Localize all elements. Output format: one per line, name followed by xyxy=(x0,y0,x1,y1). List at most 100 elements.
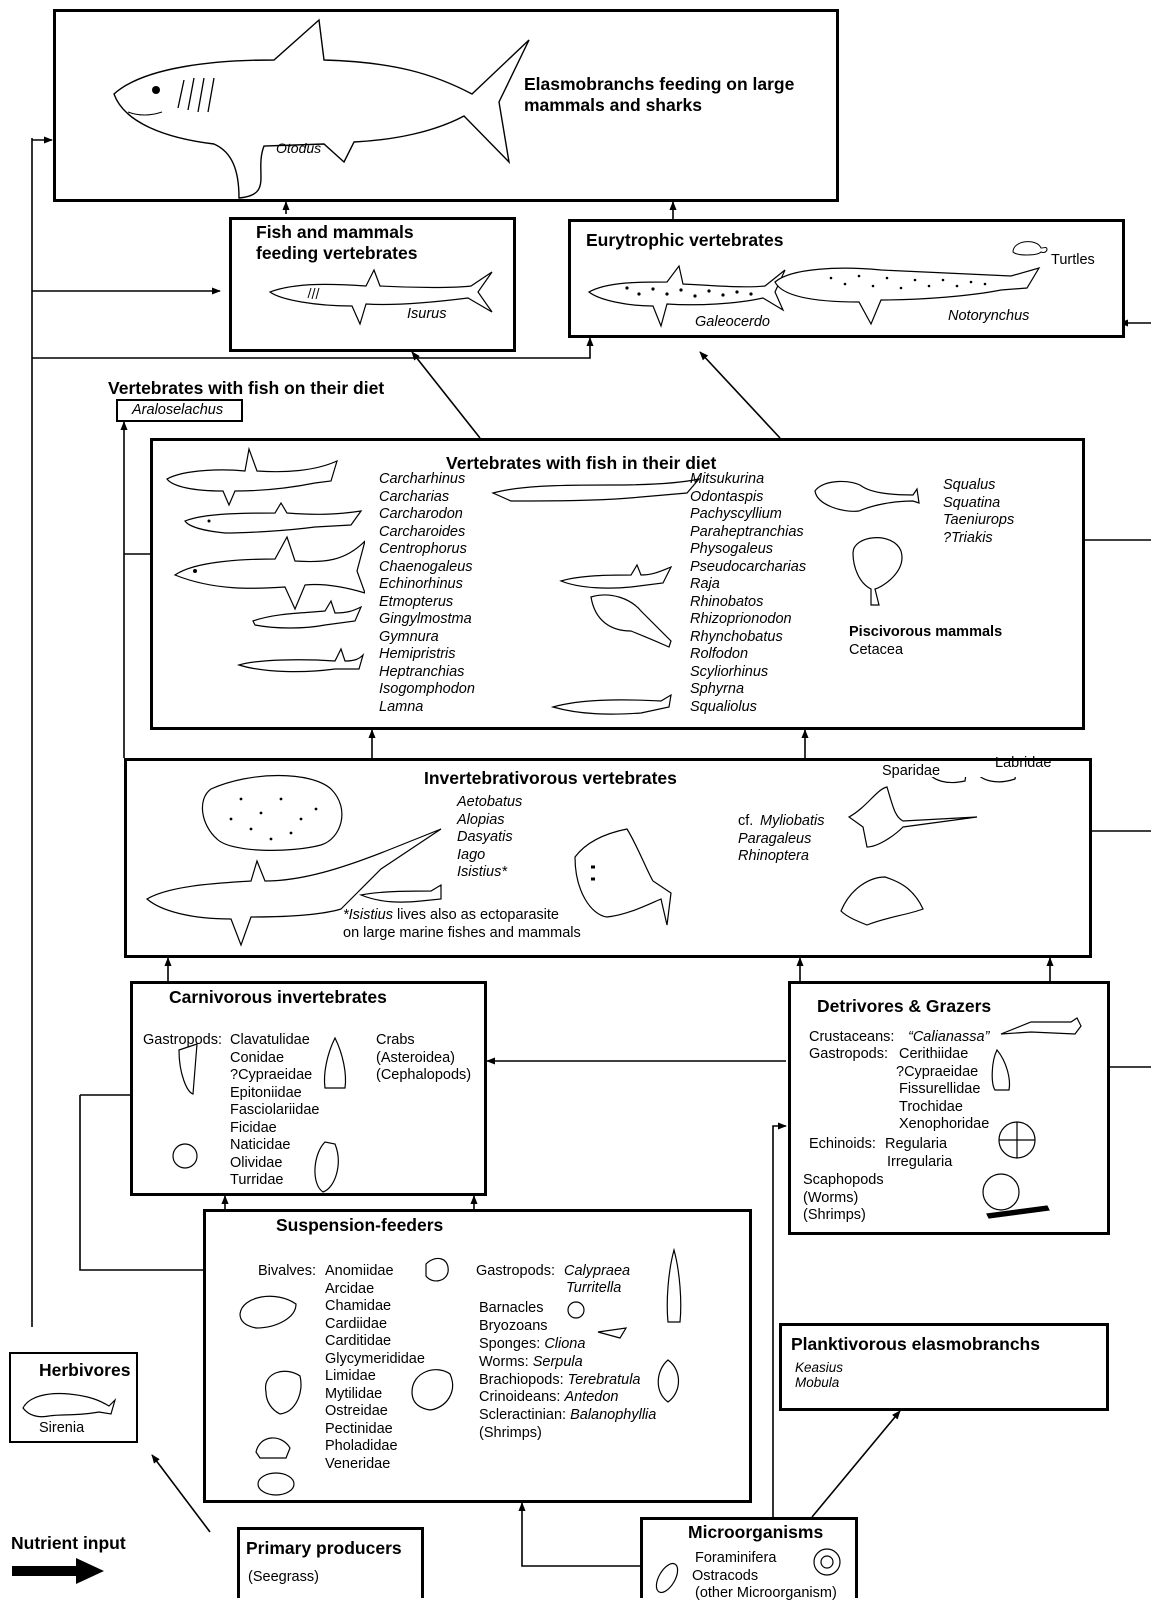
plankt-list: Keasius Mobula xyxy=(795,1360,843,1390)
note-text: lives also as ectoparasite xyxy=(392,907,559,923)
genus-item: Rhynchobatus xyxy=(690,628,783,645)
genus-item: Hemipristris xyxy=(379,646,456,662)
genus-item: Mobula xyxy=(795,1375,840,1390)
otodus-shark-icon xyxy=(113,18,530,199)
sclera-label: Scleractinian: xyxy=(479,1407,567,1423)
squatina-ray-icon xyxy=(814,480,920,606)
family-item: Arcidae xyxy=(325,1280,375,1297)
sirenia-label: Sirenia xyxy=(39,1420,85,1436)
genus-item: Carcharhinus xyxy=(379,471,466,487)
family-item: Mytilidae xyxy=(325,1385,383,1402)
group-item: Crabs xyxy=(376,1032,415,1048)
brachio-row: Brachiopods: Terebratula xyxy=(479,1372,641,1390)
galeocerdo-label: Galeocerdo xyxy=(695,314,770,330)
sclera-row: Scleractinian: Balanophyllia xyxy=(479,1407,656,1425)
family-item: Naticidae xyxy=(230,1137,291,1153)
invert-right-animals-icon xyxy=(840,777,1016,926)
genus-item: Etmopterus xyxy=(379,593,454,610)
box-herbivores: Herbivores Sirenia xyxy=(9,1352,138,1443)
family-item: Fissurellidae xyxy=(899,1081,981,1097)
worms-row: Worms: Serpula xyxy=(479,1354,583,1372)
vertfish-sharks-left-icon xyxy=(166,446,365,673)
genus-item: Carcharoides xyxy=(379,523,466,540)
isurus-shark-icon xyxy=(268,268,493,326)
sponges-row: Sponges: Cliona xyxy=(479,1336,585,1354)
plankt-title: Planktivorous elasmobranchs xyxy=(791,1334,1040,1354)
otodus-label: Otodus xyxy=(276,140,322,156)
worms-label: Worms: xyxy=(479,1354,529,1370)
genus-item: Paragaleus xyxy=(738,830,812,847)
family-item: Glycymerididae xyxy=(325,1350,425,1367)
vertfish-col3: Squalus Squatina Taeniurops ?Triakis xyxy=(943,477,1014,547)
note-genus: *Isistius xyxy=(343,907,393,923)
detriv-echin-label: Echinoids: xyxy=(809,1136,876,1152)
invert-list: Aetobatus Alopias Dasyatis Iago Isistius… xyxy=(457,794,522,882)
seegrass-label: (Seegrass) xyxy=(248,1569,319,1585)
nutrient-arrow-icon xyxy=(12,1558,104,1584)
family-item: Fasciolariidae xyxy=(230,1102,320,1118)
family-item: Veneridae xyxy=(325,1455,391,1472)
genus-item: Mitsukurina xyxy=(690,471,765,487)
isistius-note: *Isistius lives also as ectoparasite on … xyxy=(343,907,581,942)
sparidae-label: Sparidae xyxy=(882,763,941,779)
calypraea-label: Calypraea xyxy=(564,1263,631,1279)
family-item: Xenophoridae xyxy=(899,1116,990,1132)
box-primary-producers: Primary producers (Seegrass) xyxy=(237,1527,424,1598)
cliona-label: Cliona xyxy=(544,1336,586,1352)
group-item: Scaphopods xyxy=(803,1172,884,1188)
genus-item: Heptranchias xyxy=(379,663,465,680)
piscivorous-title: Piscivorous mammals xyxy=(849,624,1003,640)
family-item: Turridae xyxy=(230,1172,284,1188)
turtles-label: Turtles xyxy=(1051,252,1095,268)
elasmo-title-line2: mammals and sharks xyxy=(524,95,703,115)
susp-shrimps: (Shrimps) xyxy=(479,1425,542,1441)
genus-item: Aetobatus xyxy=(457,794,523,810)
susp-title: Suspension-feeders xyxy=(276,1215,444,1235)
brachio-label: Brachiopods: xyxy=(479,1372,564,1388)
box-carnivorous-invertebrates: Carnivorous invertebrates Gastropods: Cl… xyxy=(130,981,487,1196)
family-item: Carditidae xyxy=(325,1333,392,1349)
arrow-fish-diet-to-eurytrophic xyxy=(699,351,781,439)
micro-title: Microorganisms xyxy=(688,1522,824,1542)
vertfish-col2: Mitsukurina Odontaspis Pachyscyllium Par… xyxy=(690,471,806,716)
cf-label: cf. xyxy=(738,813,754,829)
notorynchus-label: Notorynchus xyxy=(948,308,1030,324)
group-item: (Asteroidea) xyxy=(376,1049,455,1066)
genus-item: Squaliolus xyxy=(690,698,757,715)
group-item: (Cephalopods) xyxy=(376,1067,472,1083)
genus-item: Physogaleus xyxy=(690,541,774,557)
carniv-shells-icon xyxy=(172,1036,347,1193)
arrow-to-eurytrophic-left xyxy=(32,337,594,359)
family-item: Limidae xyxy=(325,1368,376,1384)
family-item: Ficidae xyxy=(230,1119,277,1136)
regularia-label: Regularia xyxy=(885,1136,948,1152)
detriv-title: Detrivores & Grazers xyxy=(817,996,992,1016)
detriv-others-list: Scaphopods (Worms) (Shrimps) xyxy=(803,1172,884,1225)
box-invertebrativorous: Invertebrativorous vertebrates Sparidae … xyxy=(124,755,1092,958)
genus-item: Iago xyxy=(457,846,486,863)
invert-left-animals-icon xyxy=(145,774,442,947)
family-item: Conidae xyxy=(230,1049,285,1066)
family-item: Anomiidae xyxy=(325,1263,394,1279)
carniv-crabs-list: Crabs (Asteroidea) (Cephalopods) xyxy=(376,1032,471,1085)
antedon-label: Antedon xyxy=(564,1389,619,1405)
suspension-shells-icon xyxy=(239,1247,682,1496)
genus-item: Isistius* xyxy=(457,864,507,880)
genus-item: Dasyatis xyxy=(457,829,513,845)
genus-item: Rhinoptera xyxy=(738,848,809,864)
crinoid-row: Crinoideans: Antedon xyxy=(479,1389,618,1407)
genus-item: Pachyscyllium xyxy=(690,506,782,522)
family-item: Pectinidae xyxy=(325,1420,393,1437)
detriv-gastro-list: Cerithiidae ?Cypraeidae Fissurellidae Tr… xyxy=(896,1046,990,1134)
barnacles-label: Barnacles xyxy=(479,1300,544,1316)
box-suspension-feeders: Suspension-feeders Bivalves: Anomiidae A… xyxy=(203,1209,752,1503)
susp-biv-label: Bivalves: xyxy=(258,1263,317,1279)
herb-title: Herbivores xyxy=(39,1360,131,1380)
eury-title: Eurytrophic vertebrates xyxy=(586,230,784,250)
genus-item: Squatina xyxy=(943,494,1001,511)
detriv-crust-label: Crustaceans: xyxy=(809,1029,895,1045)
note-line2: on large marine fishes and mammals xyxy=(343,924,581,941)
genus-item: Gymnura xyxy=(379,628,439,645)
genus-item: Lamna xyxy=(379,698,424,715)
genus-item: Gingylmostma xyxy=(379,611,472,627)
